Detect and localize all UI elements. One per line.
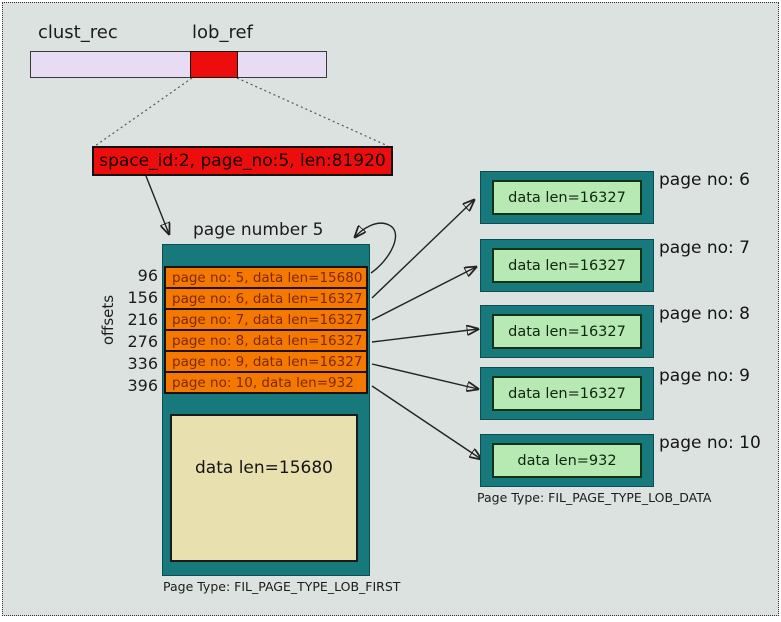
first-page-data-block: data len=15680 — [170, 414, 358, 562]
lob-index-row-page6: page no: 6, data len=16327 — [164, 287, 368, 308]
lob-data-page-8-content: data len=16327 — [492, 314, 642, 349]
lob-data-page-10-label: page no: 10 — [659, 433, 761, 453]
lob-data-page-6: data len=16327 — [480, 171, 654, 224]
offset-label-276: 276 — [127, 332, 158, 351]
lob-data-page-10-content: data len=932 — [492, 443, 642, 478]
offsets-axis-label: offsets — [99, 294, 117, 346]
lob-data-page-8-label: page no: 8 — [659, 304, 750, 324]
offset-label-156: 156 — [127, 288, 158, 307]
clust-rec-label: clust_rec — [38, 22, 118, 43]
lob-data-page-9-content: data len=16327 — [492, 376, 642, 411]
lob-index-row-page10: page no: 10, data len=932 — [164, 371, 368, 394]
lob-ref-detail-box: space_id:2, page_no:5, len:81920 — [92, 146, 393, 176]
lob-data-page-9: data len=16327 — [480, 367, 654, 420]
lob-ref-label: lob_ref — [192, 22, 253, 43]
lob-data-page-7-label: page no: 7 — [659, 238, 750, 258]
lob-data-page-6-content: data len=16327 — [492, 180, 642, 215]
lob-data-page-9-label: page no: 9 — [659, 366, 750, 386]
lob-data-page-6-label: page no: 6 — [659, 170, 750, 190]
lob-index-row-page5: page no: 5, data len=15680 — [164, 266, 368, 287]
offset-label-396: 396 — [127, 376, 158, 395]
lob-data-page-8: data len=16327 — [480, 305, 654, 358]
first-page-data-text: data len=15680 — [195, 458, 333, 478]
first-page-type-caption: Page Type: FIL_PAGE_TYPE_LOB_FIRST — [163, 579, 401, 594]
data-pages-type-caption: Page Type: FIL_PAGE_TYPE_LOB_DATA — [477, 490, 712, 505]
lob-first-page-box: page no: 5, data len=15680 page no: 6, d… — [162, 244, 370, 576]
lob-ref-detail-text: space_id:2, page_no:5, len:81920 — [99, 151, 386, 171]
lob-data-page-7-content: data len=16327 — [492, 248, 642, 283]
offset-label-96: 96 — [137, 266, 158, 285]
lob-index-row-page9: page no: 9, data len=16327 — [164, 350, 368, 371]
lob-index-row-page7: page no: 7, data len=16327 — [164, 308, 368, 329]
lob-ref-segment — [190, 51, 238, 78]
offset-label-216: 216 — [127, 310, 158, 329]
offset-label-336: 336 — [127, 354, 158, 373]
clust-rec-bar — [30, 51, 327, 78]
first-page-title: page number 5 — [193, 220, 324, 240]
lob-index-rows: page no: 5, data len=15680 page no: 6, d… — [164, 266, 368, 394]
lob-data-page-10: data len=932 — [480, 434, 654, 487]
lob-data-page-7: data len=16327 — [480, 239, 654, 292]
lob-index-row-page8: page no: 8, data len=16327 — [164, 329, 368, 350]
